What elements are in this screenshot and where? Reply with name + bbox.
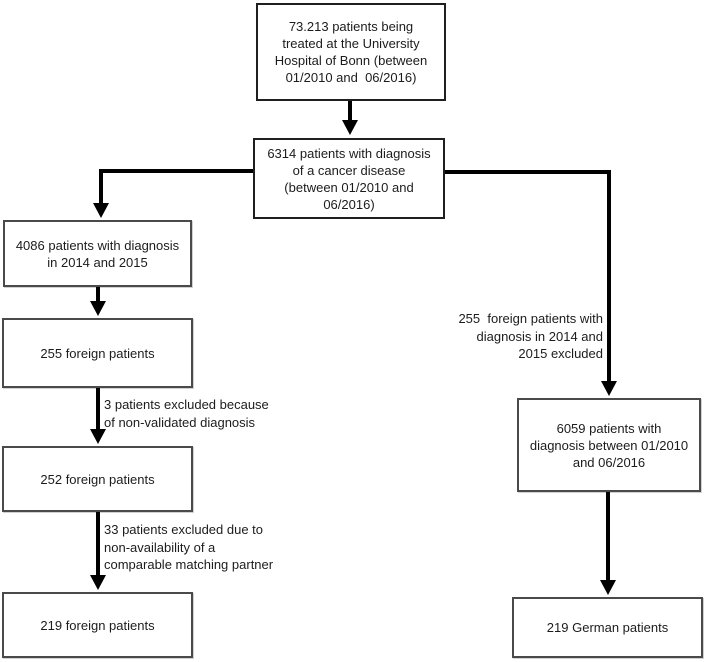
node-total-patients-text: 73.213 patients being treated at the Uni… bbox=[274, 19, 428, 85]
node-255-foreign-patients: 255 foreign patients bbox=[2, 318, 193, 388]
label-foreign-patients-excluded: 255 foreign patients with diagnosis in 2… bbox=[458, 311, 603, 361]
node-219-foreign-patients-text: 219 foreign patients bbox=[40, 617, 155, 633]
node-total-patients: 73.213 patients being treated at the Uni… bbox=[256, 3, 446, 101]
label-excluded-non-validated: 3 patients excluded because of non-valid… bbox=[104, 397, 269, 430]
node-6059-patients: 6059 patients with diagnosis between 01/… bbox=[517, 398, 701, 492]
node-252-foreign-patients-text: 252 foreign patients bbox=[40, 471, 155, 487]
node-219-foreign-patients: 219 foreign patients bbox=[2, 592, 193, 658]
node-cancer-diagnosis-text: 6314 patients with diagnosis of a cancer… bbox=[267, 145, 431, 212]
node-cancer-diagnosis: 6314 patients with diagnosis of a cancer… bbox=[253, 138, 445, 219]
node-255-foreign-patients-text: 255 foreign patients bbox=[40, 345, 155, 361]
label-excluded-no-matching-partner: 33 patients excluded due to non-availabi… bbox=[104, 522, 274, 572]
node-219-german-patients-text: 219 German patients bbox=[546, 620, 669, 635]
node-219-german-patients: 219 German patients bbox=[512, 597, 703, 658]
node-diagnosis-2014-2015-text: 4086 patients with diagnosis in 2014 and… bbox=[15, 237, 180, 270]
node-diagnosis-2014-2015: 4086 patients with diagnosis in 2014 and… bbox=[3, 220, 192, 287]
node-6059-patients-text: 6059 patients with diagnosis between 01/… bbox=[529, 420, 689, 470]
node-252-foreign-patients: 252 foreign patients bbox=[2, 446, 193, 512]
edge-cancer-to-2014-2015 bbox=[93, 169, 253, 218]
